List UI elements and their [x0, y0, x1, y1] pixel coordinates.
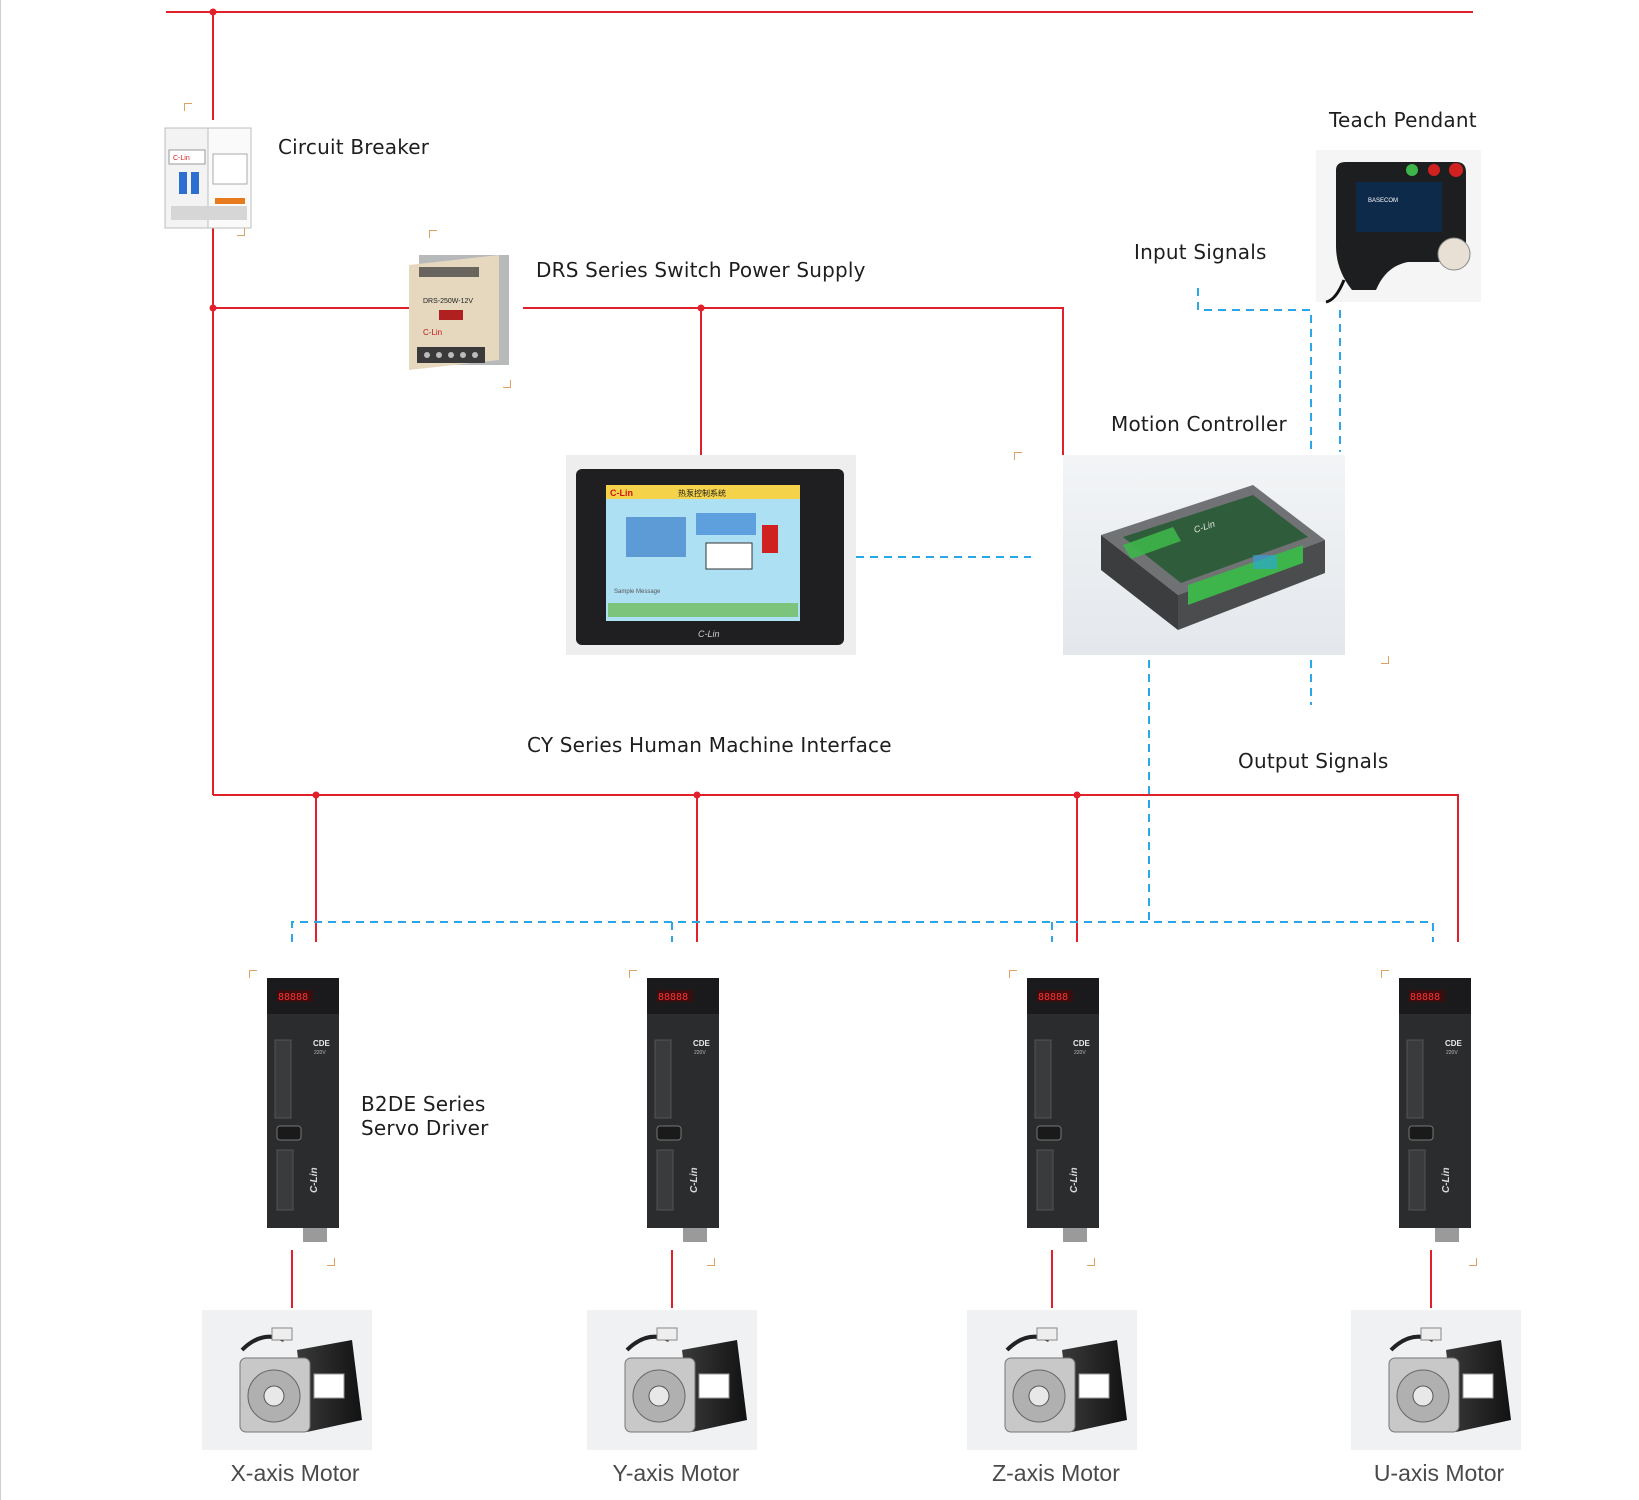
driver-voltage-text: 220V [1446, 1050, 1458, 1056]
hmi-bezel-brand: C-Lin [698, 629, 720, 639]
crop-mark [1014, 452, 1022, 460]
crop-mark [184, 103, 192, 111]
crop-mark [503, 380, 511, 388]
input-signals-label: Input Signals [1134, 240, 1267, 264]
driver-model-text: CDE [313, 1039, 331, 1048]
u-axis-motor-device [1351, 1310, 1521, 1450]
driver-brand-text: C-Lin [689, 1167, 700, 1193]
servo-driver-label-line1: B2DE Series [361, 1092, 486, 1116]
driver-power-bus [213, 794, 1459, 942]
power-supply-device: DRS-250W-12V C-Lin [409, 255, 509, 370]
crop-mark [327, 1258, 335, 1266]
crop-mark [1087, 1258, 1095, 1266]
power-lines [166, 11, 1473, 1308]
x-axis-motor-label: X-axis Motor [230, 1460, 360, 1486]
crop-mark [237, 228, 245, 236]
output-signals-label: Output Signals [1238, 749, 1389, 773]
driver-voltage-text: 220V [1074, 1050, 1086, 1056]
hmi-sample-message: Sample Message [614, 589, 661, 595]
servo-driver-y: 88888 CDE 220V C-Lin [647, 978, 719, 1242]
driver-brand-text: C-Lin [1069, 1167, 1080, 1193]
breaker-brand-text: C-Lin [173, 155, 190, 162]
motion-controller-device: C-Lin [1063, 455, 1345, 655]
y-axis-motor-label: Y-axis Motor [612, 1460, 740, 1486]
servo-driver-label-line2: Servo Driver [361, 1116, 489, 1140]
z-axis-motor-device [967, 1310, 1137, 1450]
teach-pendant-label: Teach Pendant [1329, 108, 1477, 132]
psu-model-text: DRS-250W-12V [423, 298, 473, 305]
servo-driver-u: 88888 CDE 220V C-Lin [1399, 978, 1471, 1242]
crop-mark [1381, 970, 1389, 978]
u-axis-motor-label: U-axis Motor [1373, 1460, 1505, 1486]
driver-display-text: 88888 [658, 992, 688, 1003]
servo-driver-x: 88888 CDE 220V C-Lin [267, 978, 339, 1242]
driver-voltage-text: 220V [314, 1050, 326, 1056]
crop-mark [629, 970, 637, 978]
signal-lines [291, 288, 1434, 942]
power-supply-label: DRS Series Switch Power Supply [536, 258, 866, 282]
servo-driver-z: 88888 CDE 220V C-Lin [1027, 978, 1099, 1242]
pendant-brand-text: BASECOM [1368, 198, 1398, 204]
driver-model-text: CDE [693, 1039, 711, 1048]
driver-display-text: 88888 [1410, 992, 1440, 1003]
driver-signal-bus [291, 921, 1434, 942]
x-axis-motor-device [202, 1310, 372, 1450]
teach-pendant-device: BASECOM [1316, 150, 1481, 304]
driver-brand-text: C-Lin [309, 1167, 320, 1193]
junction-dot [697, 304, 705, 312]
hmi-screen-title: 热泵控制系统 [678, 488, 726, 498]
crop-mark [249, 970, 257, 978]
circuit-breaker-label: Circuit Breaker [278, 135, 430, 159]
psu-brand-text: C-Lin [423, 328, 442, 337]
junction-dot [209, 8, 217, 16]
crop-mark [1009, 970, 1017, 978]
crop-mark [1381, 656, 1389, 664]
junction-dot [1073, 791, 1081, 799]
servo-driver-label: B2DE Series Servo Driver [361, 1092, 489, 1140]
crop-mark [707, 1258, 715, 1266]
driver-display-text: 88888 [1038, 992, 1068, 1003]
driver-model-text: CDE [1073, 1039, 1091, 1048]
driver-display-text: 88888 [278, 992, 308, 1003]
driver-brand-text: C-Lin [1441, 1167, 1452, 1193]
z-axis-motor-label: Z-axis Motor [992, 1460, 1120, 1486]
crop-mark [1469, 1258, 1477, 1266]
junction-dot [209, 304, 217, 312]
driver-voltage-text: 220V [694, 1050, 706, 1056]
circuit-breaker-device: C-Lin [164, 127, 252, 229]
junction-dot [312, 791, 320, 799]
y-axis-motor-device [587, 1310, 757, 1450]
hmi-brand-text: C-Lin [610, 488, 633, 498]
power-junctions [209, 8, 1081, 799]
motion-controller-label: Motion Controller [1111, 412, 1287, 436]
psu-to-controller-wire [523, 307, 1064, 455]
driver-model-text: CDE [1445, 1039, 1463, 1048]
junction-dot [693, 791, 701, 799]
hmi-label: CY Series Human Machine Interface [527, 733, 892, 757]
hmi-device: C-Lin 热泵控制系统 Sample Message C-Lin [566, 455, 856, 655]
crop-mark [429, 230, 437, 238]
